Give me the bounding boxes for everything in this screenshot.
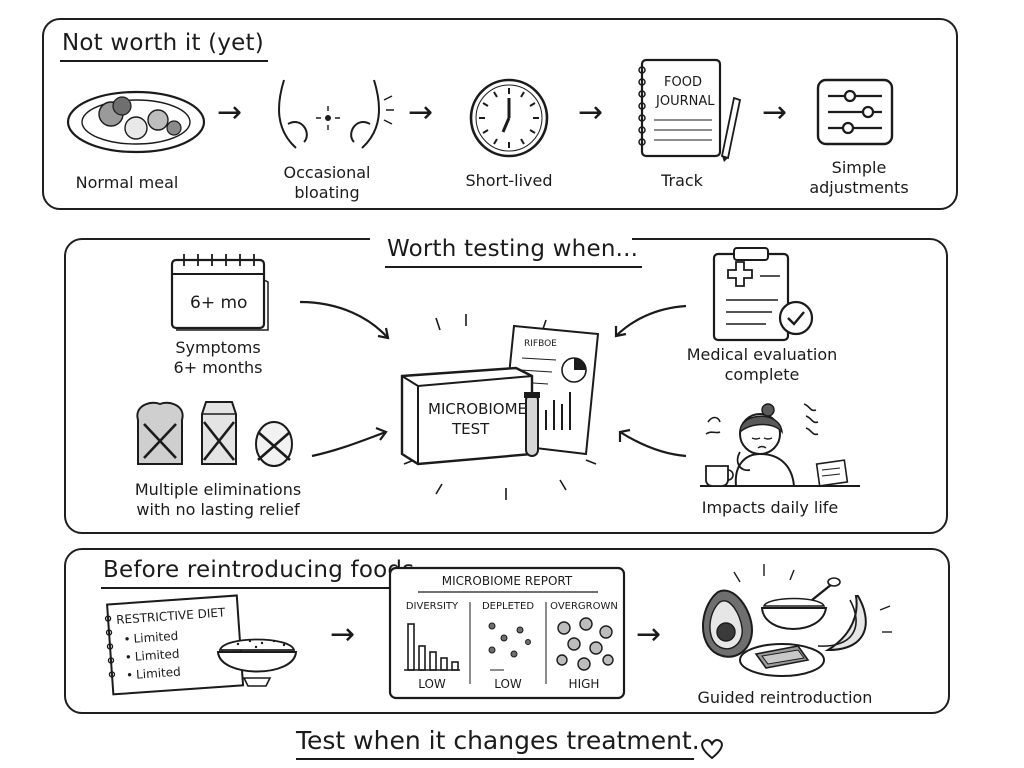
normal-meal-label: Normal meal [75,173,179,192]
flow-arrow-icon: → [578,95,604,130]
notepad-icon [815,459,849,487]
depleted-microbes-icon [488,622,531,671]
svg-text:•: • [126,668,134,682]
bread-icon [136,401,184,465]
flow-arrow-icon: → [330,617,356,652]
depleted-value: LOW [494,677,522,691]
sliders-icon [816,78,894,146]
flow-arrow-icon: → [217,95,243,130]
heading-gap [370,226,632,250]
tagline-underline [296,758,694,760]
journal-word-journal: JOURNAL [655,94,715,109]
diversity-value: LOW [418,677,446,691]
flow-arrow-icon: → [408,95,434,130]
egg-icon [255,421,293,467]
test-box-line-1: MICROBIOME [428,400,527,418]
report-column-header: DEPLETED [482,601,534,612]
test-tube-icon [524,392,540,457]
overgrown-microbes-icon [556,617,614,671]
tagline: Test when it changes treatment. [296,726,700,755]
medical-evaluation-label: Medical evaluation complete [686,345,838,384]
clock-icon [469,78,549,158]
short-lived-label: Short-lived [465,171,553,190]
section-before-reintroducing-heading: Before reintroducing foods [101,557,419,589]
bloated-belly-icon [278,79,394,149]
calendar-duration-text: 6+ mo [190,293,247,313]
section-not-worth-it-heading: Not worth it (yet) [60,30,268,62]
microbiome-report-card: MICROBIOME REPORT DIVERSITY DEPLETED OVE… [388,566,626,700]
track-label: Track [661,171,703,190]
tired-person-icon [700,403,860,487]
banana-icon [817,595,867,652]
not-worth-it-panel [42,18,958,210]
calendar-icon: 6+ mo [170,254,269,331]
avocado-icon [701,589,754,658]
simple-adjustments-label: Simple adjustments [809,158,909,197]
microbiome-test-kit-icon: RIFBOE MICROBIOME TEST [400,314,600,500]
svg-text:•: • [124,650,132,664]
toast-plate-icon [739,643,825,677]
overgrown-value: HIGH [569,677,600,691]
report-title: MICROBIOME REPORT [442,574,573,588]
impacts-daily-life-label: Impacts daily life [701,498,839,517]
yogurt-bowl-icon [760,577,841,630]
report-column-header: DIVERSITY [406,601,459,612]
before-reintroducing-panel [64,548,950,714]
plate-icon [66,90,206,154]
report-column-header: OVERGROWN [550,601,618,612]
rice-bowl-icon [216,638,298,687]
diet-item: Limited [136,665,182,682]
report-sheet-header: RIFBOE [524,339,557,349]
food-journal-icon: FOOD JOURNAL [638,58,742,162]
multiple-eliminations-label: Multiple eliminations with no lasting re… [134,480,302,519]
diversity-bars-icon [404,623,460,671]
diet-item: Limited [133,629,179,646]
svg-text:•: • [123,632,131,646]
flow-arrow-icon: → [636,617,662,652]
symptoms-duration-label: Symptoms 6+ months [173,338,263,377]
test-box-icon: MICROBIOME TEST [400,366,534,466]
diet-item: Limited [134,647,180,664]
journal-word-food: FOOD [664,75,702,90]
eliminated-foods-icon [136,401,293,467]
heart-icon [701,739,723,760]
occasional-bloating-label: Occasional bloating [283,163,371,202]
reintroduction-foods-icon [701,564,892,677]
coffee-cup-icon [705,465,734,487]
clipboard-check-icon [712,247,814,342]
guided-reintroduction-label: Guided reintroduction [697,688,873,707]
milk-carton-icon [201,401,237,465]
flow-arrow-icon: → [762,95,788,130]
section-worth-testing-heading: Worth testing when... [385,236,643,268]
restrictive-diet-card: RESTRICTIVE DIET • Limited • Limited • L… [104,594,298,696]
test-box-line-2: TEST [451,420,490,438]
